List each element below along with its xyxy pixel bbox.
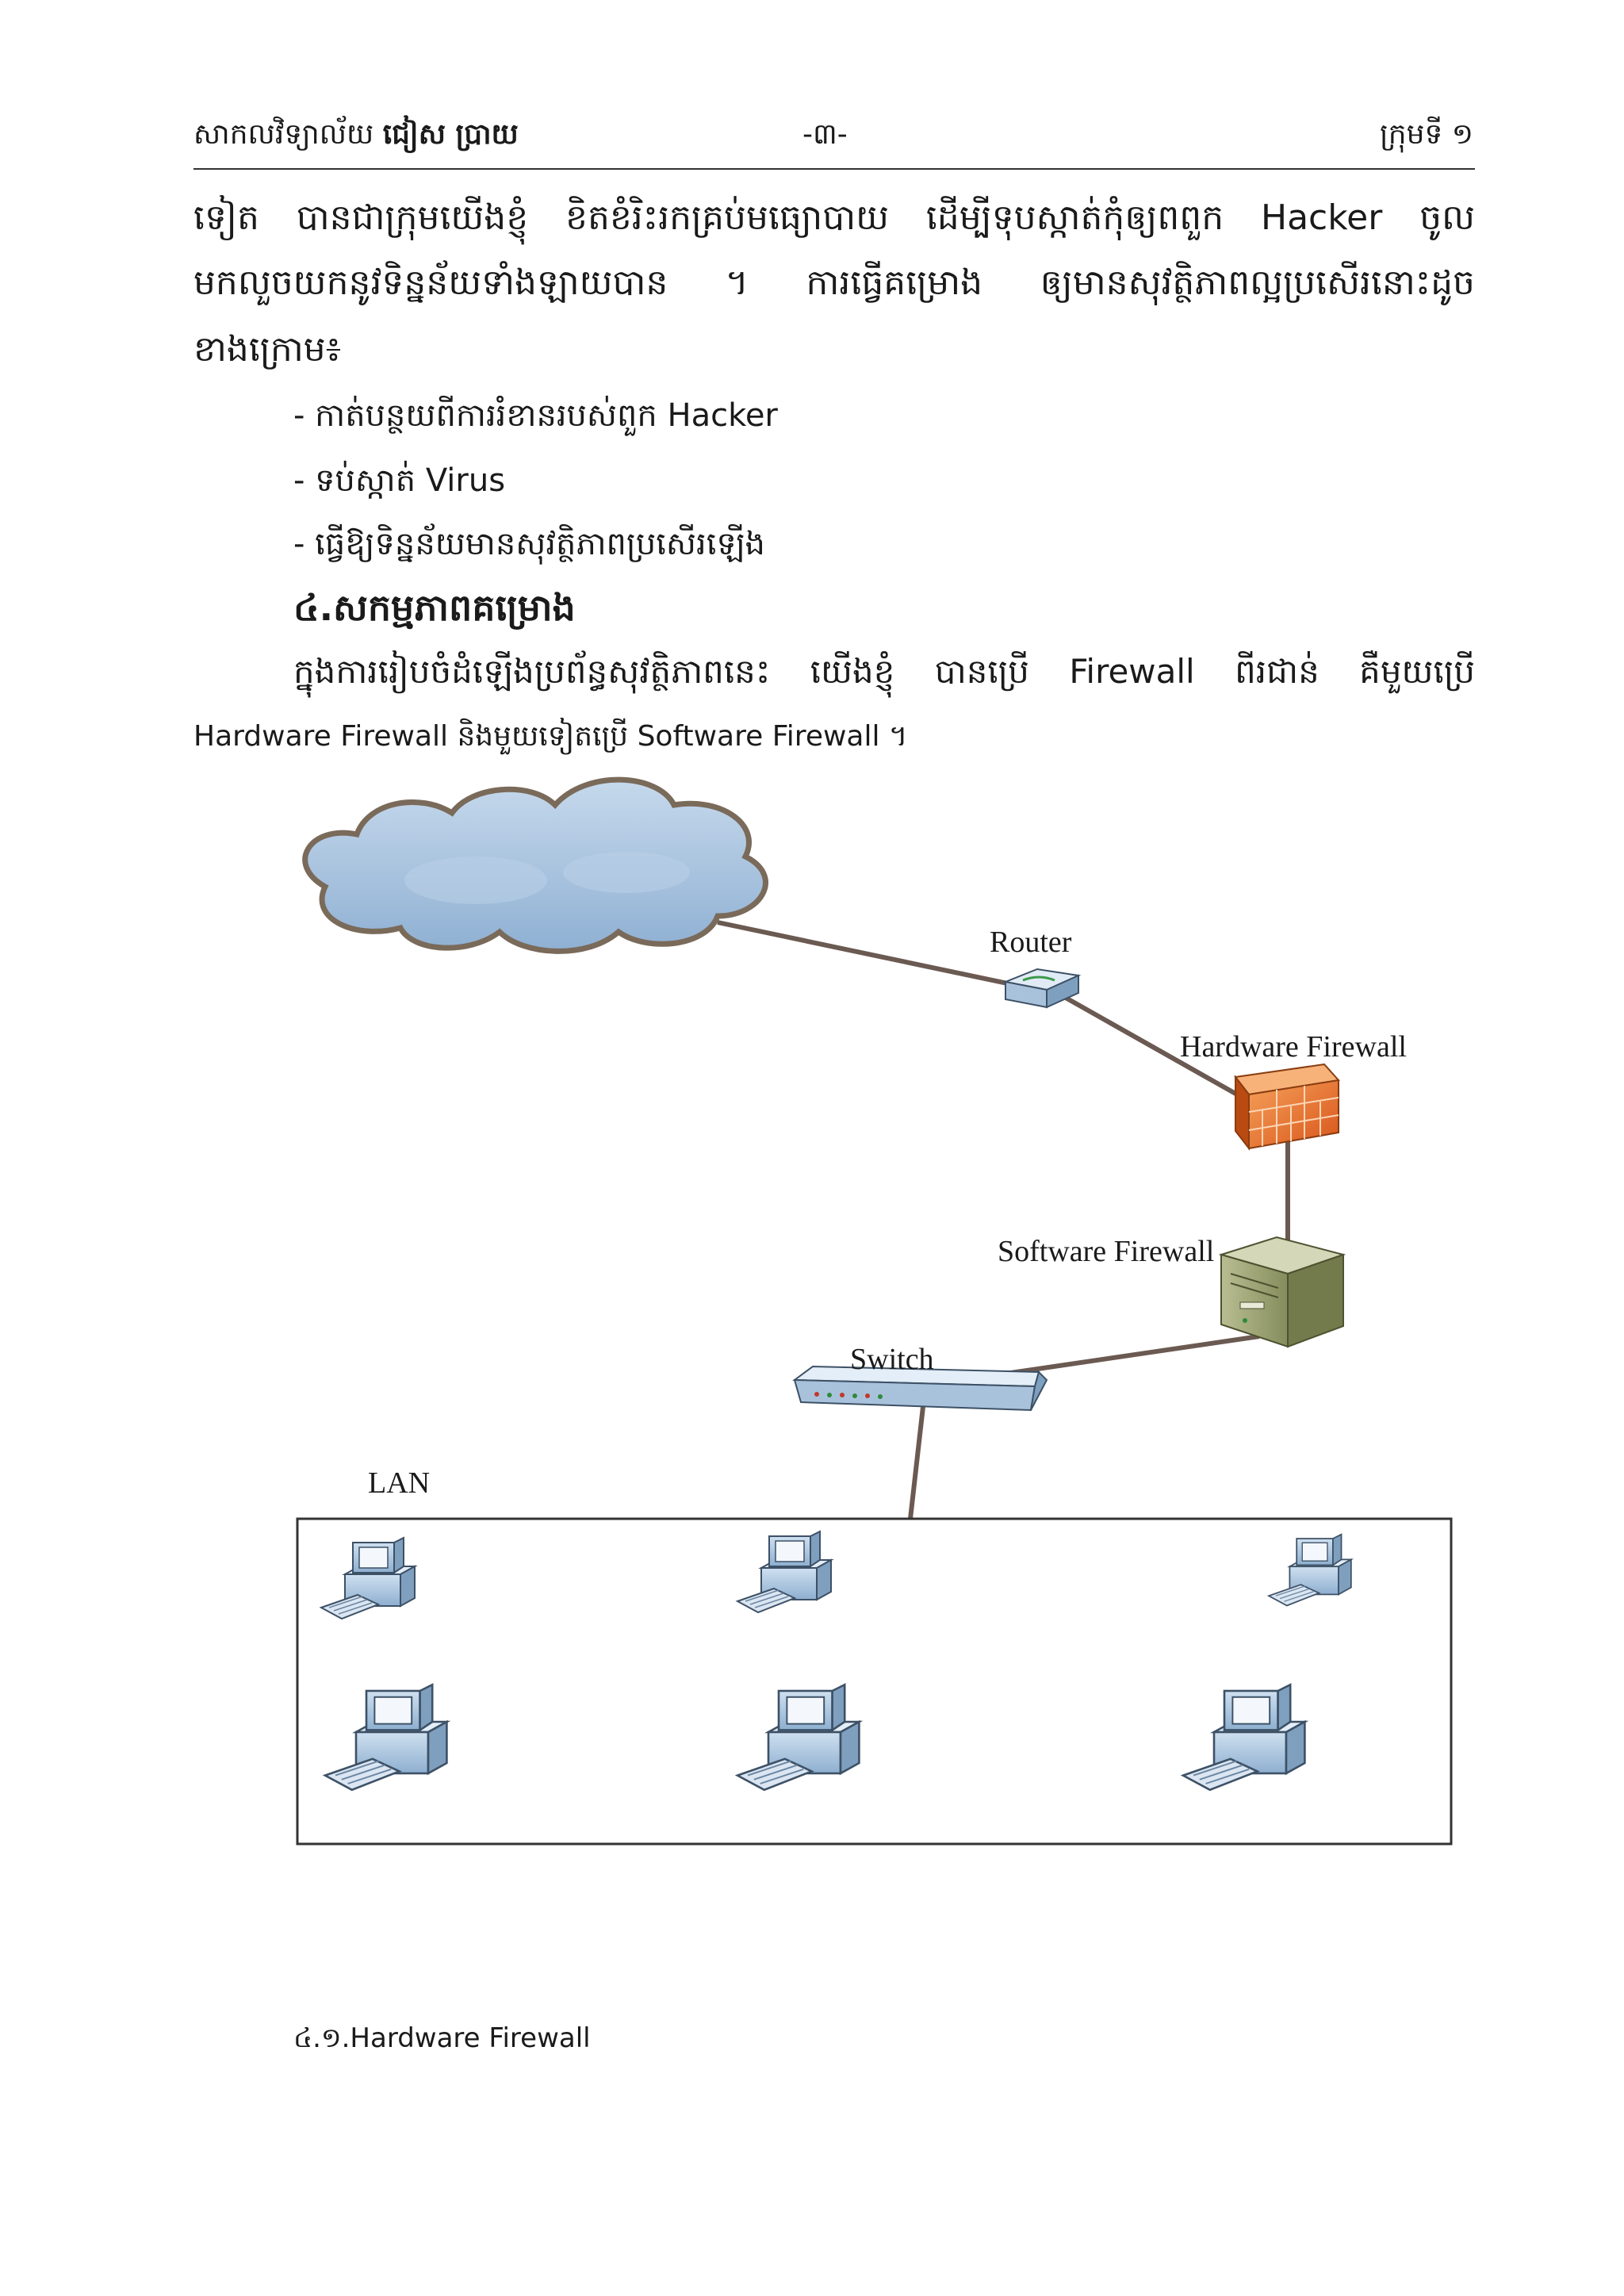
subsection-heading: ៤.១.Hardware Firewall bbox=[293, 2022, 591, 2054]
lan-pc-icon bbox=[324, 1683, 448, 1792]
router-label: Router bbox=[990, 926, 1072, 959]
lan-pc-icon bbox=[1182, 1683, 1306, 1792]
lan-pc-icon bbox=[736, 1683, 860, 1792]
hardware-firewall-icon bbox=[1234, 1063, 1340, 1151]
lan-pc-icon bbox=[1268, 1533, 1352, 1607]
page-number: -៣- bbox=[802, 118, 848, 151]
network-links bbox=[717, 920, 1290, 1520]
header-rule bbox=[193, 168, 1475, 170]
cloud-icon bbox=[302, 776, 768, 954]
header-group: ក្រុមទី ១ bbox=[1380, 118, 1473, 151]
bullet-item: - ធ្វើឱ្យទិន្នន័យមានសុវត្ថិភាពប្រសើរឡើង bbox=[293, 526, 765, 562]
network-diagram: Router Hardware Firewall Software Firewa… bbox=[296, 776, 1453, 1846]
bullet-item: - ទប់ស្កាត់ Virus bbox=[293, 462, 506, 499]
intro-line-3: ខាងក្រោម៖ bbox=[193, 329, 342, 370]
header-university-prefix: សាកលវិទ្យាល័យ bbox=[193, 118, 374, 151]
section-paragraph-line-1: ក្នុងការរៀបចំដំឡើងប្រព័ន្ធសុវត្ថិភាពនេះ … bbox=[293, 652, 1475, 691]
router-icon bbox=[1002, 968, 1082, 1009]
header-university-name: ជៀស ប្រាយ bbox=[382, 118, 519, 151]
section-heading: ៤.សកម្មភាពគម្រោង bbox=[293, 586, 576, 629]
server-icon bbox=[1218, 1236, 1346, 1348]
switch-icon bbox=[792, 1365, 1048, 1412]
lan-label: LAN bbox=[368, 1466, 430, 1500]
section-paragraph-line-2: Hardware Firewall និងមួយទៀតប្រើ Software… bbox=[193, 720, 908, 753]
lan-boundary bbox=[296, 1517, 1453, 1846]
intro-line-1: ទៀត បានជាក្រុមយើងខ្ញុំ ខិតខំរិះរកគ្រប់មធ… bbox=[193, 197, 1475, 238]
intro-line-2: មកលួចយកនូវទិន្នន័យទាំងឡាយបាន ។ ការធ្វើគម… bbox=[193, 263, 1475, 303]
hardware-firewall-label: Hardware Firewall bbox=[1180, 1030, 1407, 1064]
bullet-item: - កាត់បន្ថយពីការរំខានរបស់ពួក Hacker bbox=[293, 397, 778, 434]
header-university: សាកលវិទ្យាល័យ ជៀស ប្រាយ bbox=[193, 111, 519, 159]
switch-label: Switch bbox=[850, 1343, 934, 1376]
lan-pc-icon bbox=[320, 1537, 416, 1619]
lan-pc-icon bbox=[737, 1531, 832, 1613]
software-firewall-label: Software Firewall bbox=[998, 1235, 1214, 1268]
